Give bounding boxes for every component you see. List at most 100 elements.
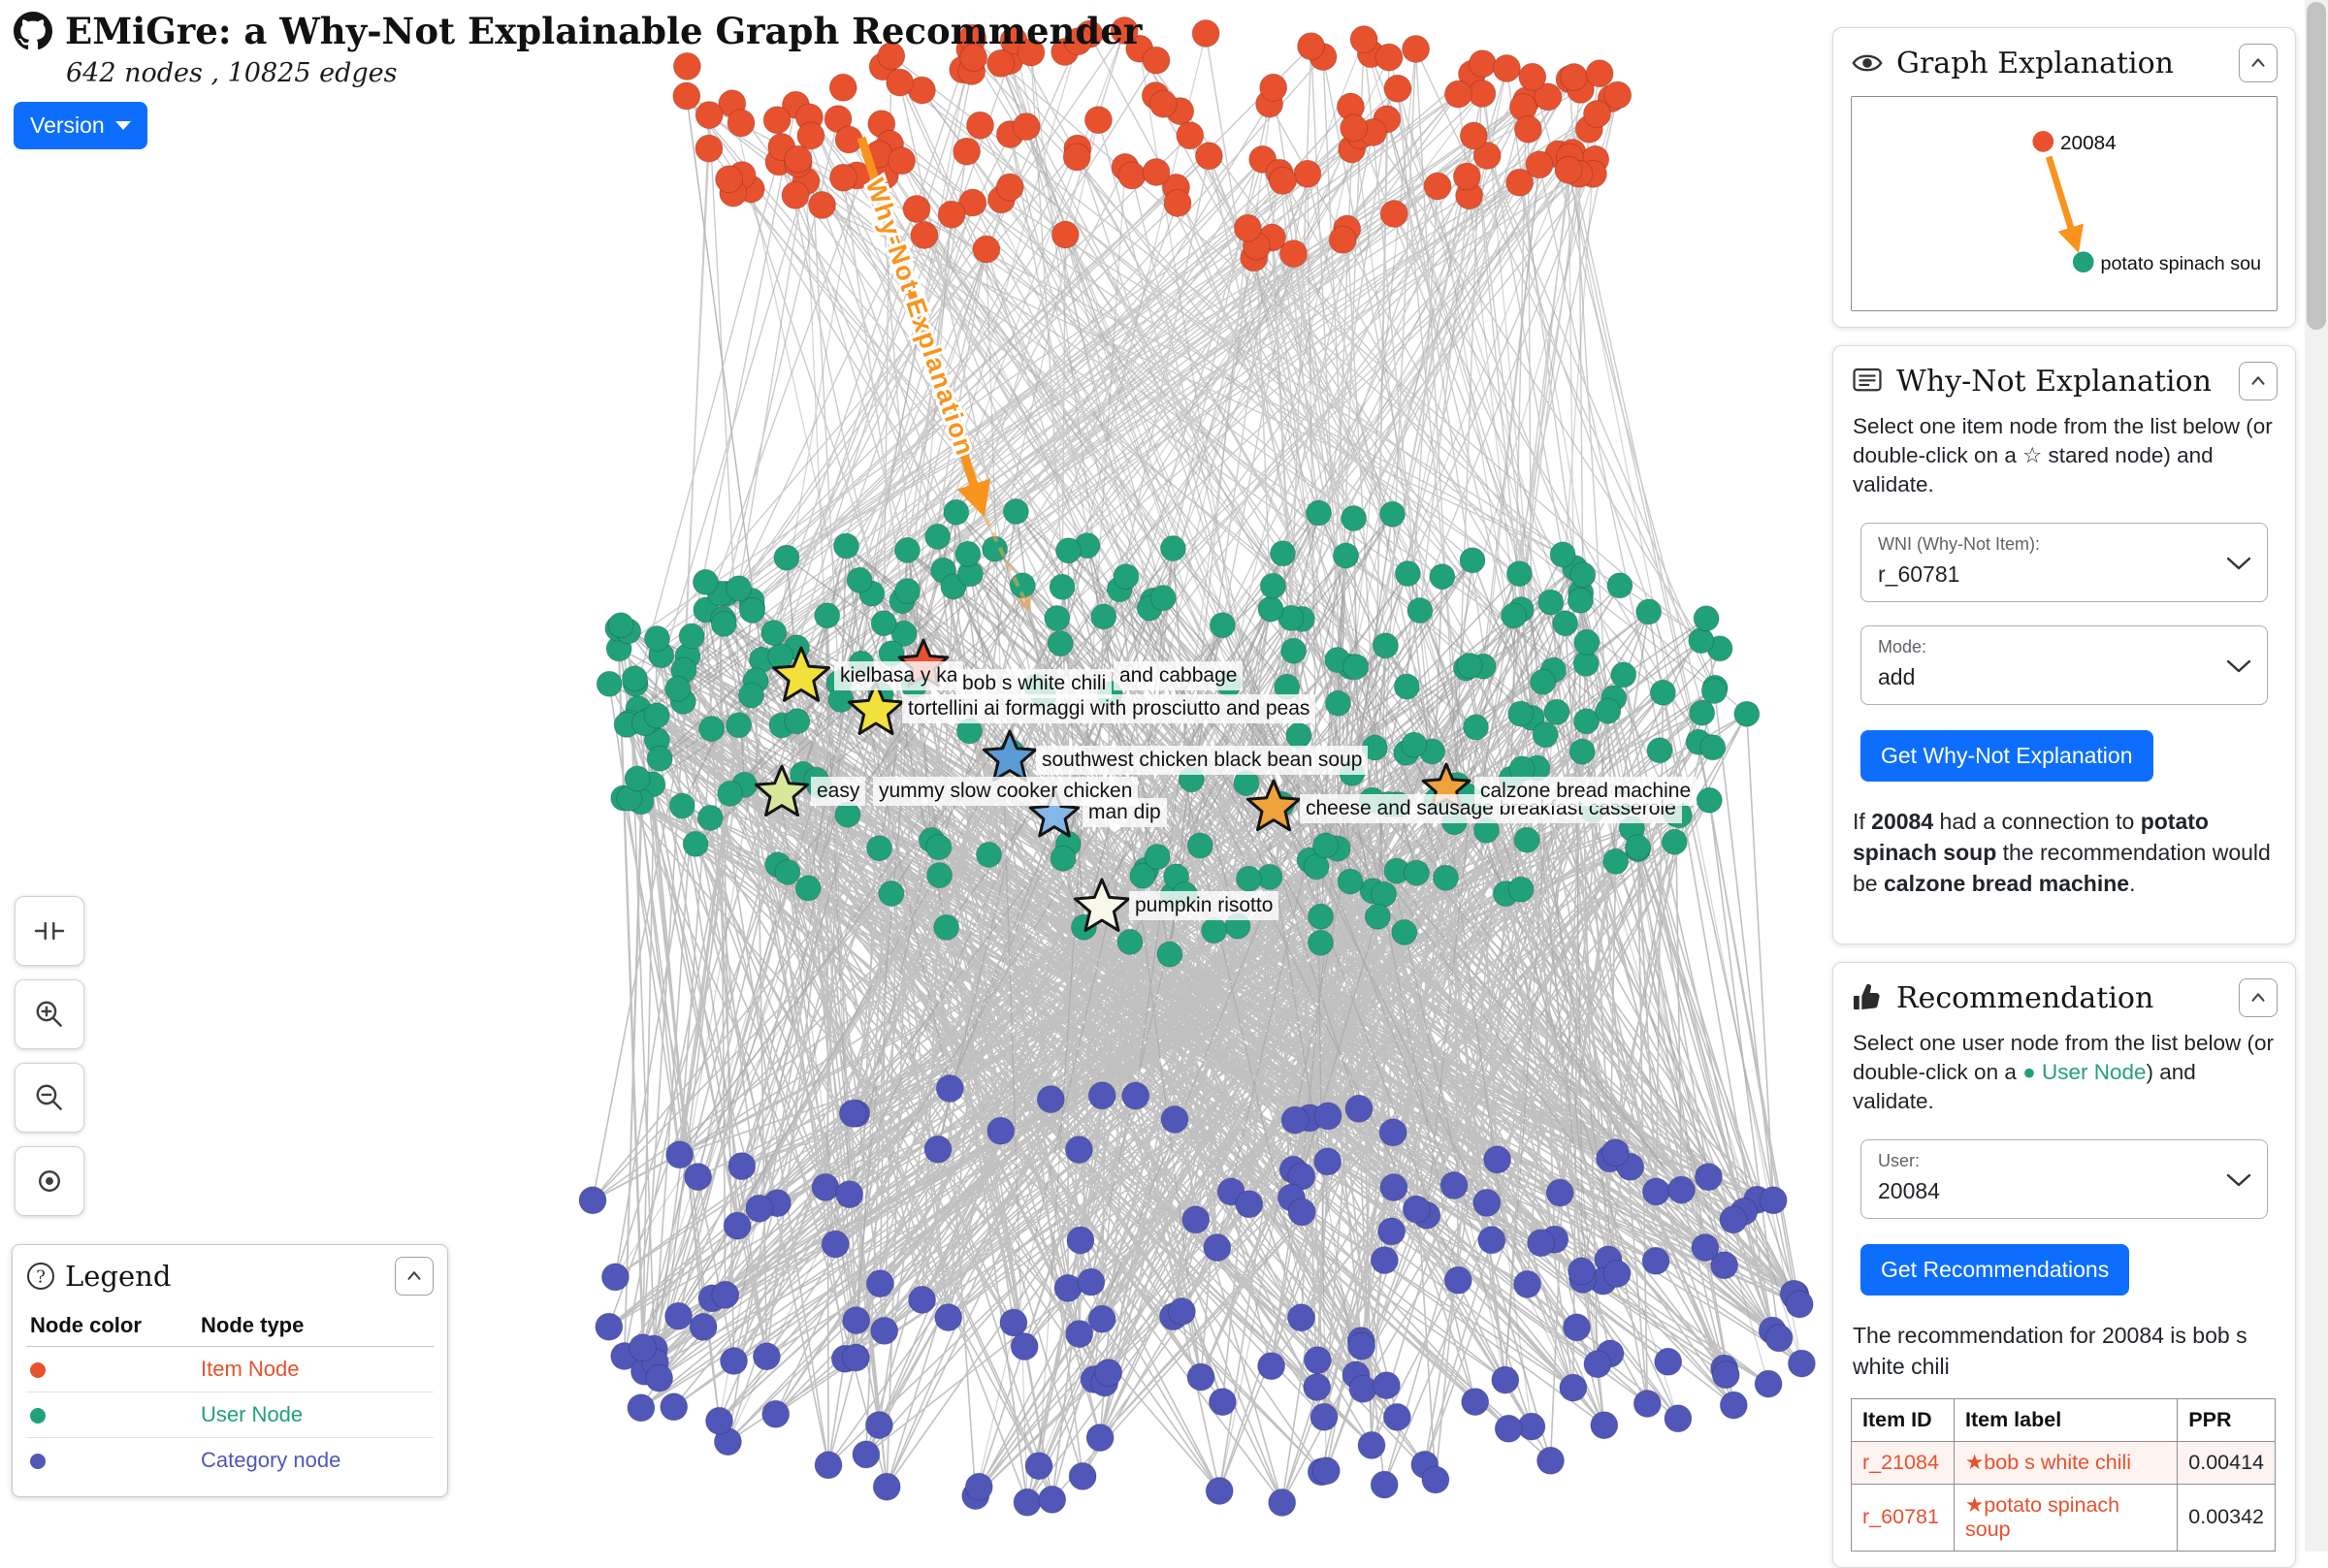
item-node[interactable]	[1142, 158, 1171, 186]
category-node[interactable]	[1759, 1186, 1788, 1215]
item-node[interactable]	[1423, 172, 1452, 201]
item-node[interactable]	[966, 111, 994, 140]
explanation-preview[interactable]: 20084 potato spinach sou	[1851, 96, 2278, 311]
category-node[interactable]	[1710, 1251, 1739, 1280]
user-node[interactable]	[1337, 868, 1364, 895]
user-node[interactable]	[1394, 560, 1421, 587]
category-node[interactable]	[1491, 1365, 1520, 1394]
category-node[interactable]	[1590, 1411, 1619, 1440]
user-node[interactable]	[1186, 832, 1213, 859]
category-node[interactable]	[1641, 1177, 1670, 1206]
category-node[interactable]	[1372, 1371, 1401, 1400]
item-node[interactable]	[1176, 121, 1205, 150]
rec-item-id[interactable]: r_21084	[1851, 1440, 1955, 1485]
category-node[interactable]	[1563, 1313, 1591, 1342]
star-node[interactable]	[1073, 878, 1131, 932]
category-node[interactable]	[761, 1399, 791, 1428]
user-node[interactable]	[1507, 876, 1535, 903]
category-node[interactable]	[1494, 1414, 1523, 1443]
user-node[interactable]	[794, 875, 822, 902]
user-node[interactable]	[1549, 541, 1576, 568]
user-node[interactable]	[976, 841, 1002, 868]
category-node[interactable]	[1036, 1085, 1065, 1114]
user-node[interactable]	[1361, 734, 1388, 761]
user-node[interactable]	[1609, 789, 1636, 816]
user-node[interactable]	[1144, 844, 1171, 871]
user-node[interactable]	[643, 625, 670, 652]
graph-explanation-collapse-button[interactable]	[2239, 44, 2278, 82]
item-node[interactable]	[902, 195, 931, 223]
category-node[interactable]	[934, 1303, 963, 1332]
category-node[interactable]	[964, 1472, 993, 1501]
item-node[interactable]	[727, 109, 756, 138]
user-node[interactable]	[878, 880, 905, 907]
user-node[interactable]	[926, 862, 953, 889]
category-node[interactable]	[1280, 1105, 1310, 1135]
category-node[interactable]	[1310, 1402, 1339, 1431]
category-node[interactable]	[1287, 1198, 1316, 1227]
item-node[interactable]	[1374, 43, 1404, 72]
scrollbar-track[interactable]	[2305, 0, 2328, 1552]
category-node[interactable]	[986, 1116, 1016, 1145]
category-node[interactable]	[684, 1163, 713, 1192]
user-node[interactable]	[1047, 630, 1074, 657]
item-node[interactable]	[1062, 143, 1091, 172]
user-node[interactable]	[1507, 700, 1535, 727]
user-node[interactable]	[1233, 770, 1260, 797]
user-node[interactable]	[1532, 721, 1559, 749]
item-node[interactable]	[808, 191, 836, 219]
rec-item-label[interactable]: ★potato spinach soup	[1953, 1483, 2179, 1552]
item-node[interactable]	[1148, 89, 1178, 118]
item-node[interactable]	[1459, 121, 1488, 150]
user-node[interactable]	[846, 566, 873, 593]
item-node[interactable]	[1585, 59, 1614, 88]
wni-select[interactable]: WNI (Why-Not Item): r_60781	[1860, 523, 2268, 603]
version-dropdown[interactable]: Version	[14, 102, 147, 149]
user-node[interactable]	[696, 804, 724, 831]
category-node[interactable]	[752, 1342, 781, 1371]
category-node[interactable]	[1402, 1195, 1431, 1224]
category-node[interactable]	[1370, 1246, 1399, 1275]
user-node[interactable]	[1573, 628, 1600, 656]
category-node[interactable]	[841, 1343, 870, 1372]
user-node[interactable]	[1429, 563, 1456, 591]
category-node[interactable]	[1347, 1331, 1376, 1360]
user-node[interactable]	[1508, 755, 1536, 783]
item-node[interactable]	[1083, 106, 1113, 135]
zoom-out-button[interactable]	[15, 1063, 84, 1133]
category-node[interactable]	[1160, 1104, 1189, 1134]
category-node[interactable]	[923, 1135, 953, 1164]
item-node[interactable]	[1518, 62, 1547, 91]
rec-item-label[interactable]: ★bob s white chili	[1953, 1440, 2179, 1485]
item-node[interactable]	[1017, 38, 1046, 67]
category-node[interactable]	[1461, 1388, 1490, 1417]
category-node[interactable]	[1764, 1324, 1794, 1353]
user-node[interactable]	[1568, 738, 1596, 765]
user-node[interactable]	[1595, 697, 1622, 724]
user-node[interactable]	[834, 801, 861, 828]
user-node[interactable]	[784, 708, 811, 735]
category-node[interactable]	[1754, 1369, 1783, 1398]
category-node[interactable]	[1181, 1205, 1211, 1234]
category-node[interactable]	[1787, 1349, 1816, 1378]
user-node[interactable]	[1459, 547, 1486, 574]
user-node[interactable]	[698, 716, 726, 742]
user-node[interactable]	[1129, 862, 1156, 889]
item-node[interactable]	[910, 221, 939, 249]
item-node[interactable]	[1297, 32, 1326, 61]
explanation-source-node[interactable]	[2032, 131, 2054, 152]
legend-collapse-button[interactable]	[395, 1257, 434, 1296]
user-node[interactable]	[596, 670, 623, 697]
item-node[interactable]	[1603, 80, 1633, 110]
star-node[interactable]	[1245, 779, 1302, 832]
category-node[interactable]	[1641, 1246, 1670, 1275]
category-node[interactable]	[1087, 1304, 1116, 1333]
user-node[interactable]	[870, 610, 897, 637]
user-node[interactable]	[893, 536, 921, 563]
category-node[interactable]	[1094, 1359, 1123, 1388]
mode-select[interactable]: Mode: add	[1860, 625, 2268, 706]
category-node[interactable]	[1208, 1388, 1237, 1417]
category-node[interactable]	[1477, 1226, 1506, 1255]
item-node[interactable]	[1268, 166, 1297, 195]
